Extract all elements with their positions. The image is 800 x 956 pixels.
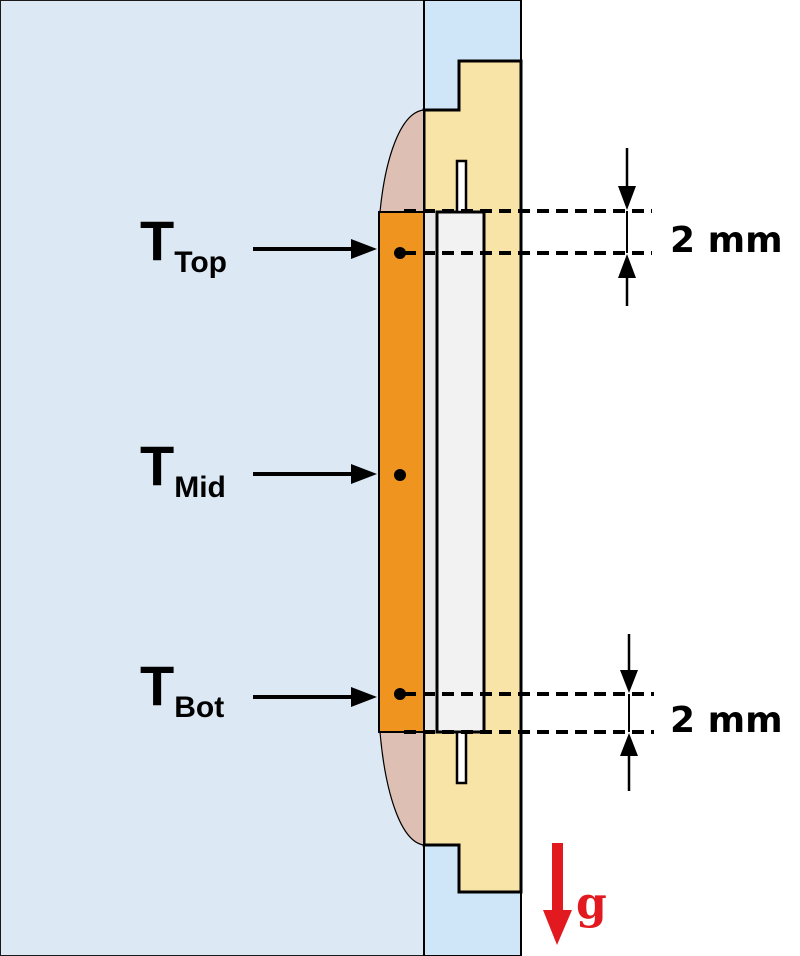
label-t-top-sub: Top <box>174 246 227 279</box>
gravity-label: g <box>576 878 607 929</box>
slot-bottom <box>455 730 468 785</box>
dimension-label-top: 2 mm <box>670 220 783 261</box>
backing-plate <box>435 210 486 734</box>
dimension-label-bottom: 2 mm <box>670 700 783 741</box>
slot-top <box>455 159 468 214</box>
label-t-bot: TBot <box>140 654 224 724</box>
arrow-icon-mid <box>253 464 377 484</box>
sensor-dot-top <box>394 247 406 259</box>
sensor-dot-mid <box>394 469 406 481</box>
dimension-arrow-bottom <box>620 634 638 791</box>
insulator-gap <box>424 212 438 732</box>
dimension-arrow-top <box>618 148 636 306</box>
gravity-arrow-icon <box>543 843 572 945</box>
label-t-mid: TMid <box>140 434 226 504</box>
label-t-mid-sub: Mid <box>174 471 226 504</box>
sensor-dot-bot <box>394 688 406 700</box>
label-t-bot-sub: Bot <box>174 691 224 724</box>
arrow-icon-top <box>253 239 377 259</box>
label-t-top: TTop <box>140 209 227 279</box>
arrow-icon-bot <box>253 687 377 707</box>
